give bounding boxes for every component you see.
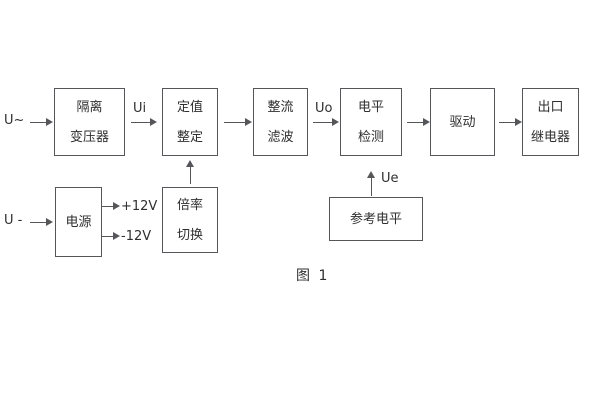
arrow-rectifier-to-level-icon xyxy=(313,118,339,126)
output-relay-line2: 继电器 xyxy=(530,129,570,145)
arrow-isolation-to-setting-icon xyxy=(131,118,157,126)
setting-adjust-line1: 定值 xyxy=(176,99,203,115)
drive-label: 驱动 xyxy=(449,114,476,130)
output-relay-line1: 出口 xyxy=(537,99,564,115)
arrow-reference-to-level-icon xyxy=(367,171,375,196)
block-ratio-switch: 倍率 切换 xyxy=(162,187,218,253)
level-detect-line2: 检测 xyxy=(357,129,384,145)
isolation-transformer-line1: 隔离 xyxy=(76,99,103,115)
signal-ui-label: Ui xyxy=(133,101,147,116)
block-rectifier-filter: 整流 滤波 xyxy=(253,88,308,156)
block-drive: 驱动 xyxy=(430,88,495,156)
signal-plus12-label: +12V xyxy=(121,199,158,214)
block-level-detect: 电平 检测 xyxy=(340,88,402,156)
arrow-dc-input-icon xyxy=(30,218,53,226)
signal-ue-label: Ue xyxy=(381,171,399,186)
signal-minus12-label: -12V xyxy=(121,229,152,244)
ratio-switch-line1: 倍率 xyxy=(176,197,203,213)
arrow-setting-to-rectifier-icon xyxy=(224,118,252,126)
rectifier-filter-line2: 滤波 xyxy=(267,129,294,145)
isolation-transformer-line2: 变压器 xyxy=(69,129,109,145)
arrow-drive-to-relay-icon xyxy=(499,118,522,126)
input-ac-label: U~ xyxy=(4,113,25,128)
arrow-power-minus12-icon xyxy=(102,232,120,240)
signal-uo-label: Uo xyxy=(315,101,333,116)
ratio-switch-line2: 切换 xyxy=(176,227,203,243)
power-supply-label: 电源 xyxy=(65,214,92,230)
block-reference-level: 参考电平 xyxy=(329,197,423,241)
arrow-ac-input-icon xyxy=(30,118,53,126)
figure-caption: 图 1 xyxy=(296,268,330,284)
arrow-level-to-drive-icon xyxy=(407,118,430,126)
input-dc-label: U - xyxy=(4,213,23,228)
block-isolation-transformer: 隔离 变压器 xyxy=(54,88,125,156)
arrow-power-plus12-icon xyxy=(102,202,120,210)
block-output-relay: 出口 继电器 xyxy=(522,88,579,156)
arrow-ratio-to-setting-icon xyxy=(186,160,194,184)
rectifier-filter-line1: 整流 xyxy=(267,99,294,115)
level-detect-line1: 电平 xyxy=(357,99,384,115)
block-power-supply: 电源 xyxy=(55,187,102,257)
reference-level-label: 参考电平 xyxy=(349,211,402,227)
setting-adjust-line2: 整定 xyxy=(176,129,203,145)
block-setting-adjust: 定值 整定 xyxy=(162,88,218,156)
